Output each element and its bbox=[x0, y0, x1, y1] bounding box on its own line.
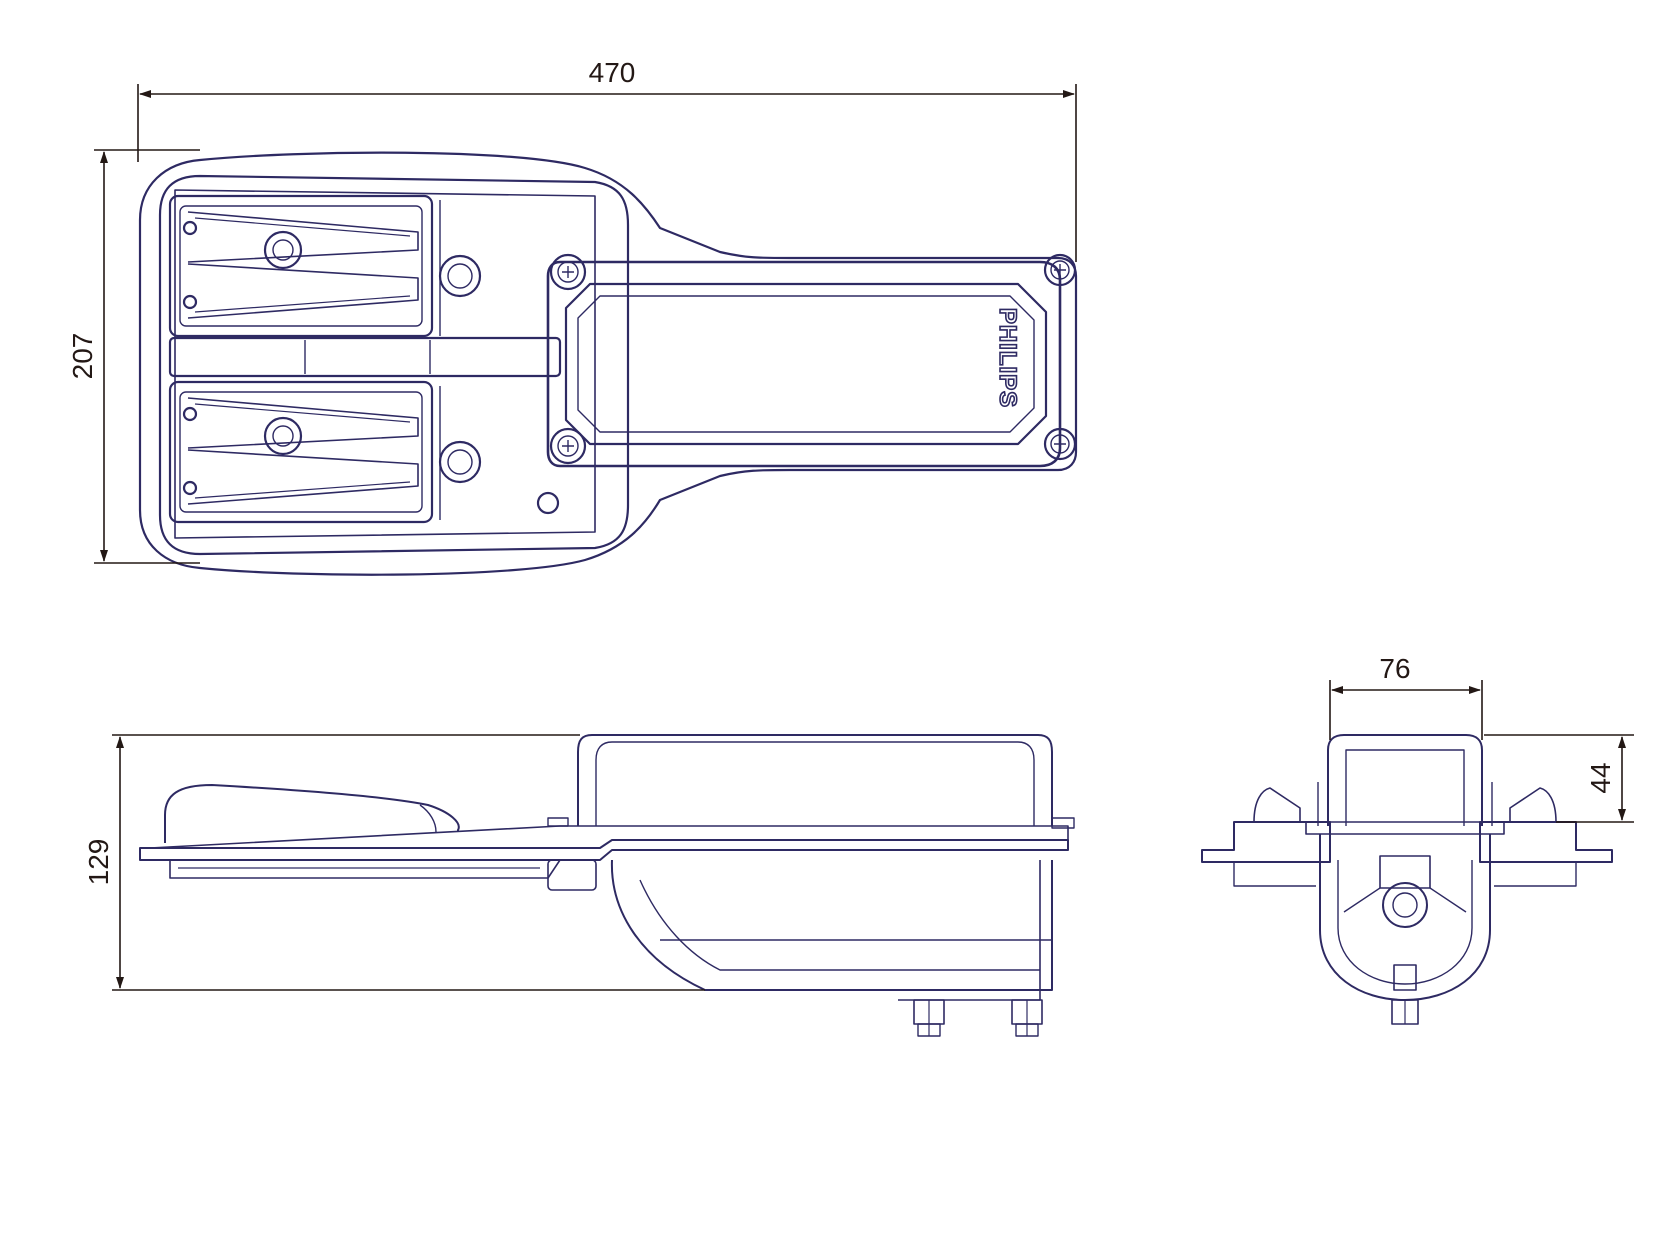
dimension-bracket-height bbox=[1484, 734, 1634, 823]
screw-icon bbox=[1043, 427, 1077, 461]
clamp-bolt-icon bbox=[913, 999, 945, 1037]
gear-tray bbox=[546, 260, 1062, 468]
dimension-bracket-width bbox=[1329, 680, 1483, 740]
end-view bbox=[1201, 734, 1613, 1025]
dimension-height-label: 129 bbox=[83, 839, 114, 886]
screw-icon bbox=[549, 427, 587, 465]
upper-compartment bbox=[168, 194, 434, 338]
lower-compartment bbox=[168, 380, 434, 524]
gear-box bbox=[577, 734, 1053, 826]
housing-outline bbox=[138, 151, 1078, 576]
dimension-height bbox=[112, 734, 705, 991]
housing-inner-rim bbox=[158, 174, 630, 556]
side-view bbox=[139, 734, 1075, 1037]
pivot-icon bbox=[1382, 882, 1428, 928]
optic-cover bbox=[164, 784, 460, 843]
dimension-bracket-height-label: 44 bbox=[1585, 762, 1616, 793]
bottom-bolt-icon bbox=[1393, 964, 1417, 991]
screw-icon bbox=[549, 253, 587, 291]
dimension-length-label: 470 bbox=[589, 57, 636, 88]
dimension-length bbox=[137, 84, 1077, 262]
screw-icon bbox=[1043, 253, 1077, 287]
divider-bar bbox=[168, 336, 562, 378]
dimension-width bbox=[94, 149, 200, 564]
bracket bbox=[1327, 734, 1483, 826]
flange-right bbox=[1479, 821, 1613, 863]
brand-logo: PHILIPS bbox=[994, 308, 1021, 408]
dimension-bracket-width-label: 76 bbox=[1379, 653, 1410, 684]
base-plate bbox=[139, 839, 1069, 861]
flange-left bbox=[1201, 821, 1331, 863]
top-view bbox=[138, 151, 1078, 576]
dimension-width-label: 207 bbox=[67, 333, 98, 380]
clamp-bolt-icon bbox=[1011, 999, 1043, 1037]
